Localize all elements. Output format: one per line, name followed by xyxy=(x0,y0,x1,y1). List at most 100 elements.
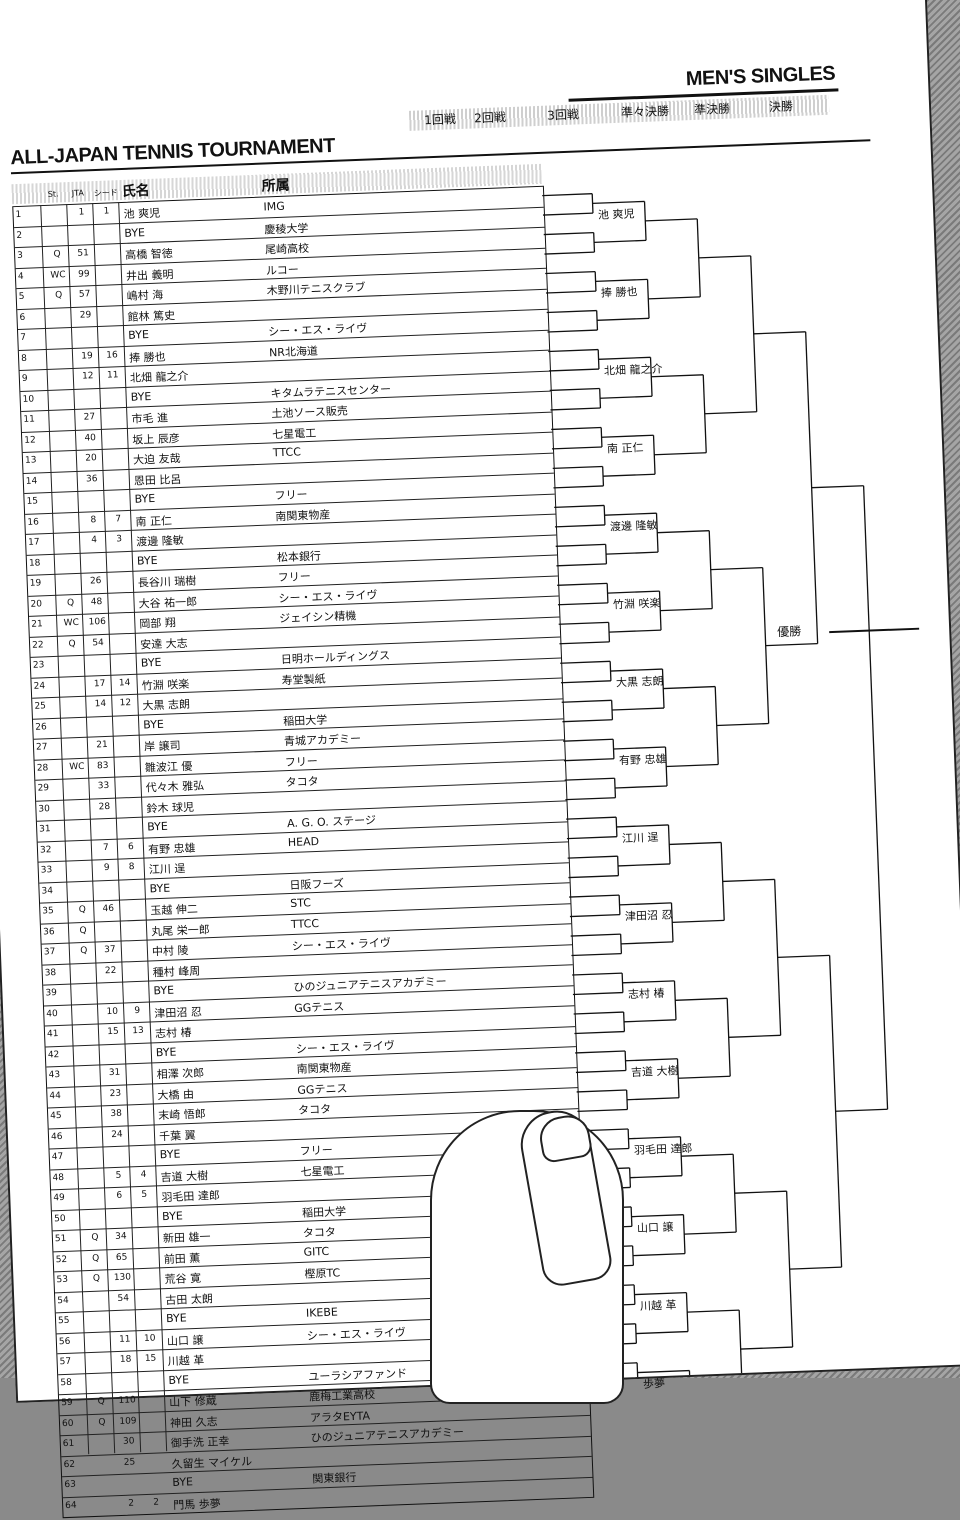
player-name: 門馬 歩夢 xyxy=(172,1496,221,1512)
bracket-line xyxy=(688,1370,692,1401)
player-club: 関東銀行 xyxy=(312,1470,357,1486)
bracket-line xyxy=(625,1058,678,1062)
bracket-line xyxy=(622,980,675,984)
bracket-line xyxy=(618,863,671,867)
advancer-name: 南 正仁 xyxy=(606,441,644,456)
bracket-line xyxy=(604,512,657,516)
bracket-line xyxy=(576,1089,627,1093)
bracket-line xyxy=(548,348,599,353)
bracket-line xyxy=(545,270,596,275)
entry-status xyxy=(92,1478,116,1479)
advancer-name: 大黒 志朗 xyxy=(615,674,664,690)
bracket-line xyxy=(777,954,830,959)
bracket-line xyxy=(567,855,618,859)
champion-label: 優勝 xyxy=(776,624,802,640)
bracket-line xyxy=(551,446,602,450)
bracket-line xyxy=(566,836,617,840)
bracket-line xyxy=(765,642,818,647)
advancer-name: 志村 椿 xyxy=(627,986,665,1002)
advancer-name: 竹淵 咲楽 xyxy=(612,596,661,612)
bracket-line xyxy=(651,374,704,378)
bracket-line xyxy=(594,239,647,244)
bracket-line xyxy=(558,621,609,625)
entry-jta-rank: 25 xyxy=(123,1456,136,1468)
bracket-line xyxy=(554,504,605,509)
player-club: アラタEYTA xyxy=(309,1408,371,1425)
entry-number: 63 xyxy=(64,1479,77,1491)
advancer-name: 江川 逞 xyxy=(621,830,659,846)
bracket-line xyxy=(672,919,725,924)
advancer-name: 捧 勝也 xyxy=(600,285,638,300)
bracket-line xyxy=(560,660,611,664)
advancer-name: 吉道 大樹 xyxy=(630,1064,679,1080)
bracket-line xyxy=(569,913,620,918)
bracket-line xyxy=(687,1309,740,1313)
advancer-name: 川越 革 xyxy=(639,1298,677,1313)
bracket-line xyxy=(545,290,596,294)
advancer-name: 羽毛田 達郎 xyxy=(633,1141,693,1158)
bracket-line xyxy=(595,278,648,283)
player-name: 山下 修蔵 xyxy=(169,1394,218,1410)
entry-seed: 2 xyxy=(153,1497,160,1508)
bracket-line xyxy=(603,473,656,477)
bracket-line xyxy=(557,602,608,606)
bracket-line xyxy=(600,395,653,399)
bracket-line xyxy=(657,530,710,534)
bracket-line xyxy=(555,543,606,547)
bracket-line xyxy=(681,1153,734,1157)
entry-number: 62 xyxy=(63,1459,76,1470)
bracket-line xyxy=(570,933,621,937)
entry-seed xyxy=(144,1476,166,1477)
bracket-line xyxy=(728,1034,781,1038)
bracket-line xyxy=(561,699,612,703)
bracket-line xyxy=(654,452,707,456)
bracket-line xyxy=(547,329,598,333)
bracket-line xyxy=(862,485,889,1110)
bracket-line xyxy=(548,368,599,372)
bracket-line xyxy=(632,1252,685,1257)
entry-status xyxy=(93,1499,117,1500)
bracket-line xyxy=(678,1075,731,1079)
entry-number: 61 xyxy=(62,1438,75,1450)
entry-jta-rank: 30 xyxy=(122,1436,135,1447)
bracket-line xyxy=(609,629,662,633)
bracket-line xyxy=(645,218,698,222)
bracket-line xyxy=(613,746,666,750)
bracket-line xyxy=(835,1108,888,1112)
bracket-line xyxy=(619,902,672,906)
bracket-line xyxy=(559,641,610,645)
bracket-line xyxy=(789,1266,842,1270)
bracket-line xyxy=(556,563,607,567)
bracket-line xyxy=(554,524,605,528)
bracket-line xyxy=(575,1050,626,1054)
bracket-line xyxy=(571,952,622,957)
bracket-line xyxy=(710,566,763,571)
bracket-line xyxy=(698,255,751,259)
bracket-line xyxy=(612,707,665,711)
bracket-line xyxy=(684,1231,737,1235)
bracket-line xyxy=(572,991,623,996)
bracket-line xyxy=(566,816,617,820)
entry-number: 60 xyxy=(61,1418,74,1429)
bracket-line xyxy=(704,411,757,415)
bracket-line xyxy=(557,582,608,586)
bracket-line xyxy=(811,485,864,489)
bracket-line xyxy=(648,296,701,300)
bracket-line xyxy=(722,878,775,883)
bracket-line xyxy=(563,738,614,742)
bracket-line xyxy=(734,1190,787,1194)
bracket-line xyxy=(577,1108,628,1113)
bracket-line xyxy=(669,841,722,846)
bracket-line xyxy=(607,590,660,594)
bracket-line xyxy=(637,1369,690,1374)
bracket-line xyxy=(592,200,645,205)
bracket-line xyxy=(690,1387,743,1391)
entry-status xyxy=(91,1458,115,1459)
advancer-name: 山口 譲 xyxy=(636,1220,674,1235)
bracket-line xyxy=(565,797,616,801)
bracket-line xyxy=(543,231,594,236)
player-name: BYE xyxy=(172,1475,194,1489)
advancer-name: 津田沼 忍 xyxy=(624,908,673,924)
bracket-line xyxy=(716,722,769,727)
